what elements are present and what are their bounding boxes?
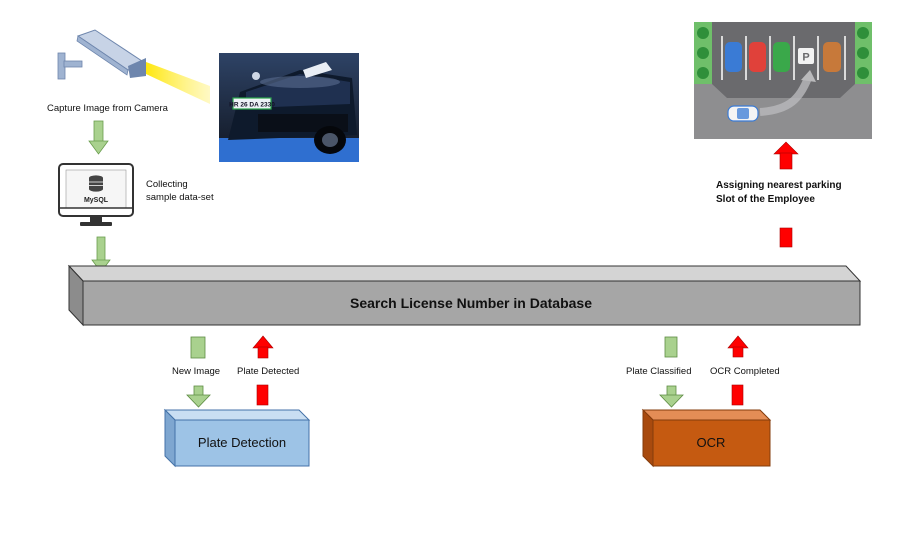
assign-slot-arrow-bottom bbox=[779, 227, 793, 248]
search-database-label: Search License Number in Database bbox=[350, 295, 592, 311]
plate-classified-arrow-bottom bbox=[659, 385, 684, 408]
plate-detected-arrow-bottom bbox=[256, 384, 269, 406]
plate-detection-box: Plate Detection bbox=[163, 408, 311, 468]
parking-sign: P bbox=[802, 52, 809, 64]
new-image-arrow-top bbox=[190, 336, 206, 359]
assign-slot-label-line2: Slot of the Employee bbox=[716, 193, 815, 205]
parking-lot-illustration: P bbox=[694, 22, 872, 139]
plate-detection-label: Plate Detection bbox=[198, 435, 286, 450]
ocr-completed-label: OCR Completed bbox=[710, 366, 780, 377]
ocr-label: OCR bbox=[697, 435, 726, 450]
mysql-monitor-icon: MySQL bbox=[58, 163, 134, 226]
plate-classified-label: Plate Classified bbox=[626, 366, 692, 377]
camera-label: Capture Image from Camera bbox=[47, 103, 168, 114]
plate-text: HR 26 DA 2330 bbox=[229, 102, 275, 109]
assign-slot-label-line1: Assigning nearest parking bbox=[716, 180, 842, 191]
assign-slot-label: Assigning nearest parking Slot of the Em… bbox=[716, 179, 842, 206]
plate-classified-arrow-top bbox=[664, 336, 678, 358]
collecting-label-line1: Collecting bbox=[146, 179, 188, 190]
ocr-box: OCR bbox=[641, 408, 772, 468]
assign-slot-arrow-top bbox=[773, 141, 799, 170]
new-image-arrow-bottom bbox=[186, 385, 211, 408]
capture-to-db-arrow bbox=[88, 120, 109, 155]
security-camera-icon bbox=[57, 29, 210, 104]
plate-detected-label: Plate Detected bbox=[237, 366, 300, 377]
collecting-label-line2: sample data-set bbox=[146, 191, 214, 203]
new-image-label: New Image bbox=[172, 366, 221, 377]
plate-detected-arrow-top bbox=[252, 335, 274, 359]
collecting-label: Collecting sample data-set bbox=[146, 179, 214, 205]
car-photo: HR 26 DA 2330 bbox=[219, 53, 359, 162]
ocr-completed-arrow-bottom bbox=[731, 384, 744, 406]
ocr-completed-arrow-top bbox=[727, 335, 749, 358]
search-database-bar: Search License Number in Database bbox=[67, 264, 862, 327]
mysql-logo-text: MySQL bbox=[84, 197, 109, 204]
